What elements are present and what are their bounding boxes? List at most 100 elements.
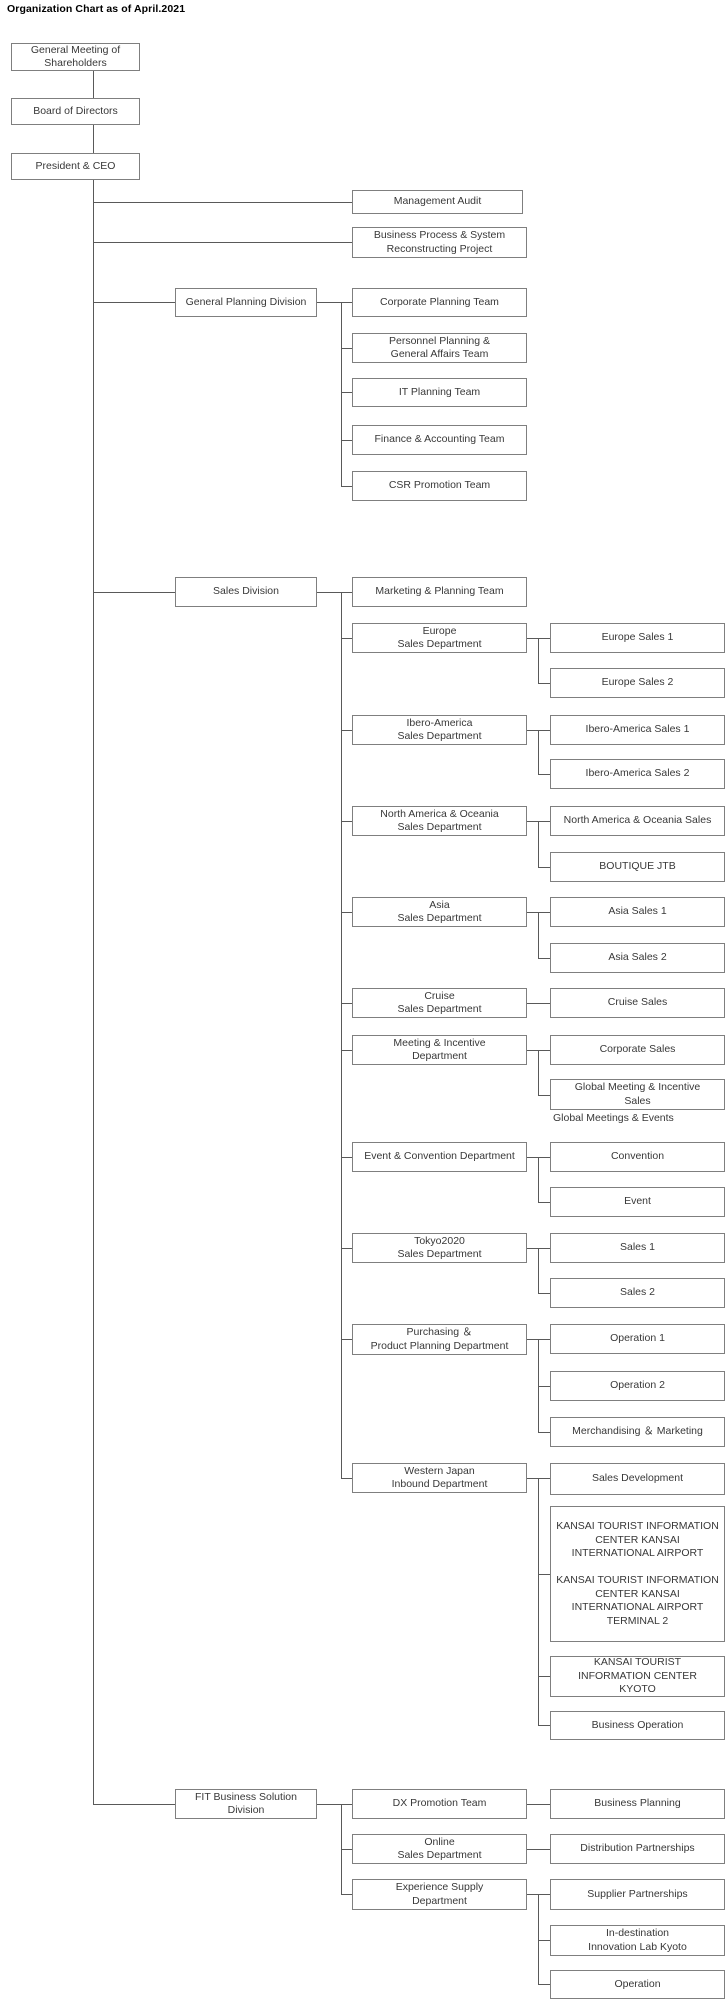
connector-line <box>341 1849 352 1850</box>
connector-line <box>538 683 550 684</box>
org-box-ec-dept: Event & Convention Department <box>352 1142 527 1172</box>
org-box-wj-dept: Western Japan Inbound Department <box>352 1463 527 1493</box>
org-box-kansai-kyoto: KANSAI TOURIST INFORMATION CENTER KYOTO <box>550 1656 725 1697</box>
org-box-online-dept: Online Sales Department <box>352 1834 527 1864</box>
connector-line <box>341 592 342 1479</box>
org-box-merchandising: Merchandising ＆ Marketing <box>550 1417 725 1447</box>
org-box-asia-dept: Asia Sales Department <box>352 897 527 927</box>
connector-line <box>341 392 352 393</box>
connector-line <box>538 1248 539 1293</box>
connector-line <box>341 1003 352 1004</box>
global-meetings-events-caption: Global Meetings & Events <box>553 1112 674 1124</box>
connector-line <box>538 1676 550 1677</box>
connector-line <box>93 592 175 593</box>
org-box-gmi-sales: Global Meeting & Incentive Sales <box>550 1079 725 1110</box>
org-box-cruise-dept: Cruise Sales Department <box>352 988 527 1018</box>
org-box-event: Event <box>550 1187 725 1217</box>
connector-line <box>538 1725 550 1726</box>
chart-title: Organization Chart as of April.2021 <box>7 3 186 15</box>
connector-line <box>93 202 352 203</box>
org-box-board: Board of Directors <box>11 98 140 125</box>
connector-line <box>341 1050 352 1051</box>
connector-line <box>341 302 342 487</box>
org-box-personnel: Personnel Planning & General Affairs Tea… <box>352 333 527 363</box>
connector-line <box>538 867 550 868</box>
connector-line <box>538 774 550 775</box>
connector-line <box>527 1003 550 1004</box>
org-box-europe-dept: Europe Sales Department <box>352 623 527 653</box>
connector-line <box>317 302 352 303</box>
org-box-exp-dept: Experience Supply Department <box>352 1879 527 1910</box>
org-box-asia1: Asia Sales 1 <box>550 897 725 927</box>
org-box-shareholders: General Meeting of Shareholders <box>11 43 140 71</box>
org-box-cruise-sales: Cruise Sales <box>550 988 725 1018</box>
org-box-asia2: Asia Sales 2 <box>550 943 725 973</box>
org-box-tokyo-dept: Tokyo2020 Sales Department <box>352 1233 527 1263</box>
org-box-op1: Operation 1 <box>550 1324 725 1354</box>
org-box-convention: Convention <box>550 1142 725 1172</box>
org-box-dx-team: DX Promotion Team <box>352 1789 527 1819</box>
connector-line <box>538 1339 539 1432</box>
connector-line <box>93 71 94 98</box>
connector-line <box>93 242 352 243</box>
connector-line <box>341 1894 352 1895</box>
org-box-it-planning: IT Planning Team <box>352 378 527 407</box>
org-box-fit-division: FIT Business Solution Division <box>175 1789 317 1819</box>
connector-line <box>538 1386 550 1387</box>
org-box-sales-division: Sales Division <box>175 577 317 607</box>
org-box-csr: CSR Promotion Team <box>352 471 527 501</box>
connector-line <box>93 1804 175 1805</box>
org-box-bpr-project: Business Process & System Reconstructing… <box>352 227 527 258</box>
connector-line <box>538 1940 550 1941</box>
connector-line <box>341 1248 352 1249</box>
org-box-ibero2: Ibero-America Sales 2 <box>550 759 725 789</box>
connector-line <box>341 486 352 487</box>
org-box-gp-division: General Planning Division <box>175 288 317 317</box>
org-box-indest: In-destination Innovation Lab Kyoto <box>550 1925 725 1956</box>
connector-line <box>538 912 539 958</box>
org-box-operation: Operation <box>550 1970 725 1999</box>
org-box-distribution: Distribution Partnerships <box>550 1834 725 1864</box>
connector-line <box>538 1432 550 1433</box>
connector-line <box>538 730 539 774</box>
org-box-europe2: Europe Sales 2 <box>550 668 725 698</box>
connector-line <box>341 912 352 913</box>
connector-line <box>341 1339 352 1340</box>
org-box-corp-sales: Corporate Sales <box>550 1035 725 1065</box>
org-box-sales2: Sales 2 <box>550 1278 725 1308</box>
connector-line <box>341 638 352 639</box>
connector-line <box>538 1202 550 1203</box>
connector-line <box>538 821 539 867</box>
org-box-ceo: President & CEO <box>11 153 140 180</box>
org-box-na-sales: North America & Oceania Sales <box>550 806 725 836</box>
connector-line <box>93 302 175 303</box>
org-box-finance: Finance & Accounting Team <box>352 425 527 455</box>
connector-line <box>341 730 352 731</box>
connector-line <box>317 1804 352 1805</box>
connector-line <box>538 1095 550 1096</box>
org-box-purchasing-dept: Purchasing ＆ Product Planning Department <box>352 1324 527 1355</box>
org-box-marketing: Marketing & Planning Team <box>352 577 527 607</box>
connector-line <box>538 1478 539 1726</box>
connector-line <box>93 125 94 153</box>
org-box-supplier: Supplier Partnerships <box>550 1879 725 1910</box>
connector-line <box>527 1849 550 1850</box>
connector-line <box>527 1804 550 1805</box>
connector-line <box>538 1574 550 1575</box>
org-box-boutique: BOUTIQUE JTB <box>550 852 725 882</box>
connector-line <box>538 638 539 683</box>
connector-line <box>341 1478 352 1479</box>
org-box-ibero-dept: Ibero-America Sales Department <box>352 715 527 745</box>
org-box-sales1: Sales 1 <box>550 1233 725 1263</box>
connector-line <box>317 592 352 593</box>
connector-line <box>341 821 352 822</box>
org-box-sales-dev: Sales Development <box>550 1463 725 1495</box>
connector-line <box>538 1050 539 1095</box>
connector-line <box>538 1157 539 1202</box>
org-box-mi-dept: Meeting & Incentive Department <box>352 1035 527 1065</box>
org-box-ibero1: Ibero-America Sales 1 <box>550 715 725 745</box>
connector-line <box>341 348 352 349</box>
connector-line <box>538 1293 550 1294</box>
org-box-business-planning: Business Planning <box>550 1789 725 1819</box>
org-box-europe1: Europe Sales 1 <box>550 623 725 653</box>
